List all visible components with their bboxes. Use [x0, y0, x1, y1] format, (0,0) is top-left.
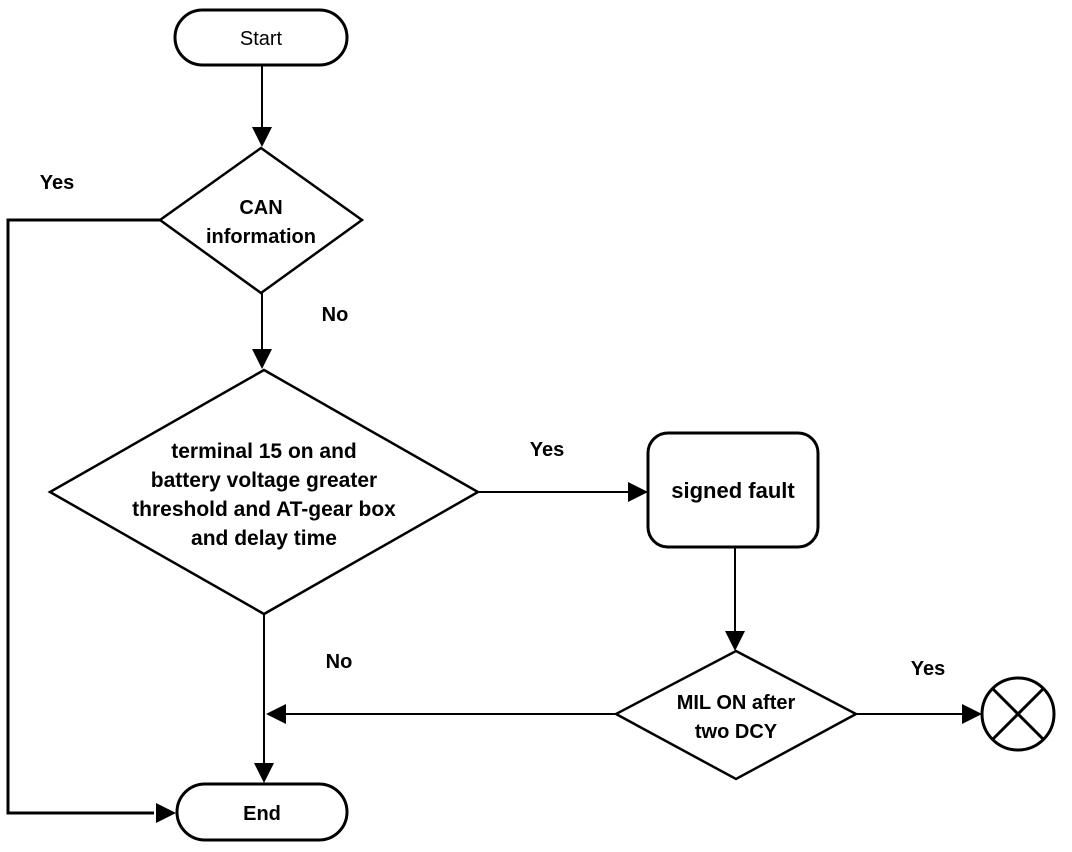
arrowhead-signed-fault-to-mil — [725, 631, 745, 651]
node-can-decision — [157, 146, 365, 295]
node-signed-fault — [646, 431, 820, 549]
edge-label-mil-yes: Yes — [911, 658, 945, 680]
edge-label-can-no: No — [322, 304, 349, 326]
arrowhead-can-no-to-main — [252, 349, 272, 369]
arrowhead-main-no-to-end — [254, 763, 274, 783]
node-end — [175, 782, 349, 842]
arrowhead-can-yes-to-end — [156, 803, 176, 823]
arrowhead-mil-yes-to-terminator — [962, 704, 982, 724]
node-mil-decision — [613, 649, 859, 781]
node-end-label: End — [243, 803, 281, 825]
node-main-decision-line3: threshold and AT-gear box — [132, 498, 396, 521]
edge-can-yes-to-end — [6, 218, 160, 815]
arrowhead-start-to-can — [252, 127, 272, 147]
node-crossed-circle-terminator — [980, 676, 1056, 752]
node-start-label: Start — [240, 28, 283, 50]
arrowhead-main-yes-to-signed-fault — [628, 482, 648, 502]
edge-label-can-yes: Yes — [40, 172, 74, 194]
node-main-decision-line2: battery voltage greater — [151, 469, 377, 492]
node-signed-fault-label: signed fault — [671, 478, 795, 503]
node-main-decision — [47, 368, 481, 616]
node-start — [173, 8, 349, 67]
node-mil-decision-line1: MIL ON after — [677, 692, 796, 714]
node-can-decision-line1: CAN — [239, 197, 282, 219]
node-main-decision-line1: terminal 15 on and — [171, 440, 357, 463]
node-mil-decision-line2: two DCY — [695, 721, 778, 743]
arrowhead-mil-no-to-junction — [266, 704, 286, 724]
edge-label-main-no: No — [326, 651, 353, 673]
node-can-decision-line2: information — [206, 226, 316, 248]
node-main-decision-line4: and delay time — [191, 527, 337, 550]
edge-label-main-yes: Yes — [530, 439, 564, 461]
crossed-circle-diagonal-2 — [991, 687, 1045, 741]
